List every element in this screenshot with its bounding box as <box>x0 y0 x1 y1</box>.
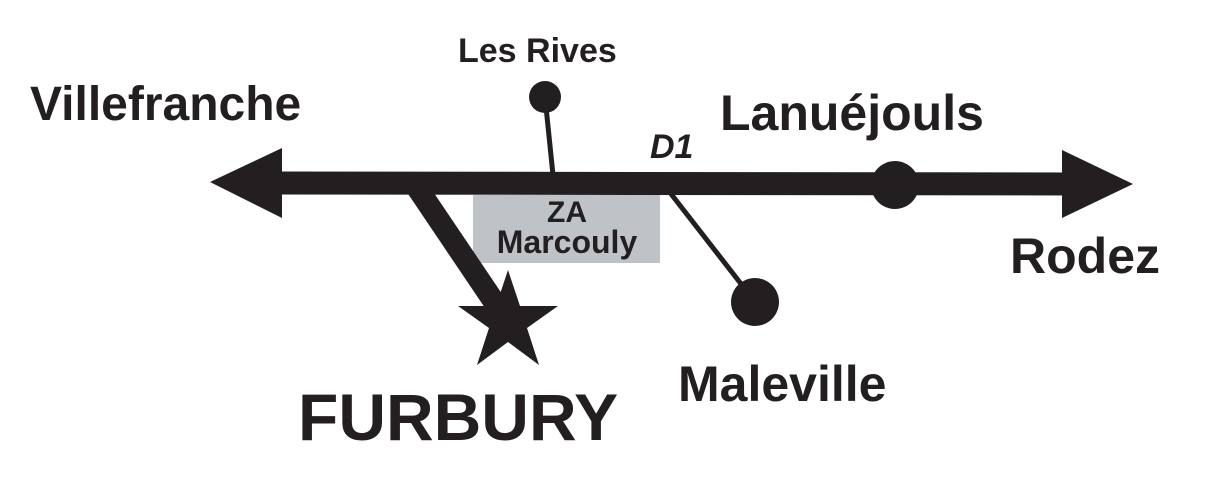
label-furbury: FURBURY <box>298 380 618 454</box>
les-rives-dot <box>529 81 561 113</box>
label-maleville: Maleville <box>678 356 886 412</box>
road-d1 <box>269 171 1076 196</box>
label-zone-marcouly: Marcouly <box>497 224 638 260</box>
arrow-east-icon <box>1062 150 1133 218</box>
label-les-rives: Les Rives <box>458 32 617 70</box>
zone-marcouly-box <box>473 195 660 263</box>
label-lanuejouls: Lanuéjouls <box>720 85 984 141</box>
maleville-dot <box>731 278 779 326</box>
road-to-furbury <box>406 179 515 325</box>
arrow-west-icon <box>210 148 282 218</box>
label-road-d1: D1 <box>650 128 693 166</box>
furbury-star-icon <box>458 270 558 365</box>
label-rodez: Rodez <box>1010 228 1160 284</box>
road-to-maleville <box>666 188 754 300</box>
label-zone-za: ZA <box>547 196 587 229</box>
label-villefranche: Villefranche <box>30 78 301 131</box>
lanuejouls-dot <box>871 161 919 209</box>
